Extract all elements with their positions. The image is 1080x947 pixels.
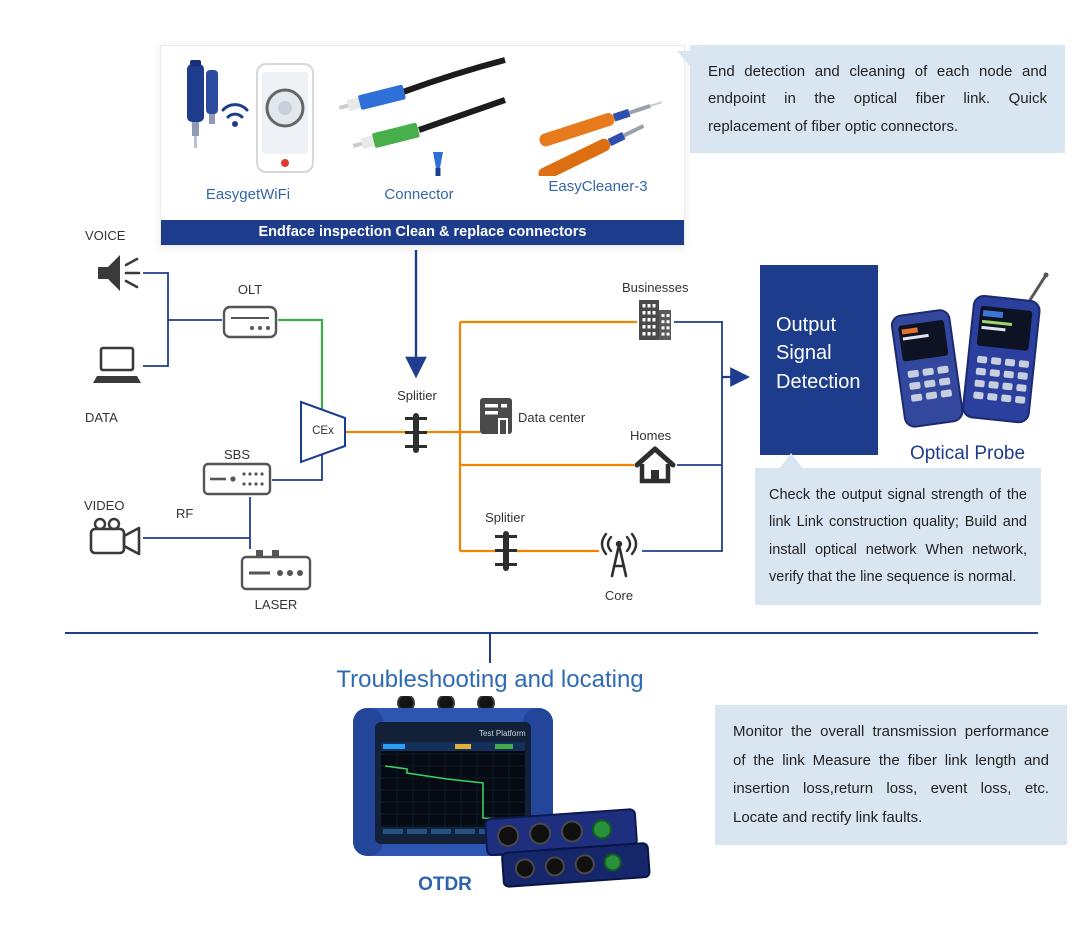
splitter-bottom-label: Splitier <box>485 510 525 525</box>
optical-probe-image <box>890 272 1049 428</box>
callout-output: Check the output signal strength of the … <box>755 453 1041 605</box>
easycleaner-image <box>538 101 662 176</box>
product-label-easygetwifi: EasygetWiFi <box>205 186 291 203</box>
output-signal-title: Output Signal Detection <box>776 314 861 393</box>
core-label: Core <box>604 588 634 603</box>
homes-label: Homes <box>630 428 672 443</box>
homes-icon <box>634 446 676 484</box>
data-center-label: Data center <box>518 410 586 425</box>
collector-lines <box>642 321 723 552</box>
laser-label: LASER <box>254 597 298 612</box>
cex-label: CEx <box>312 425 334 437</box>
rf-label: RF <box>176 506 194 521</box>
callout-otdr: Monitor the overall transmission perform… <box>715 705 1067 845</box>
voice-label: VOICE <box>85 228 126 243</box>
easygetwifi-image <box>187 60 314 173</box>
distribution-lines <box>346 320 637 553</box>
olt-icon <box>222 305 278 339</box>
otdr-label: OTDR <box>418 874 472 895</box>
product-label-easycleaner: EasyCleaner-3 <box>548 178 648 195</box>
connector-image <box>338 57 506 176</box>
laser-icon <box>240 550 312 591</box>
product-label-connector: Connector <box>384 186 454 203</box>
data-center-icon <box>480 398 512 434</box>
otdr-screen-brand: Test Platform <box>479 729 526 738</box>
core-antenna-icon <box>600 532 638 578</box>
callout-endface: End detection and cleaning of each node … <box>677 45 1065 153</box>
olt-label: OLT <box>237 282 263 297</box>
sbs-label: SBS <box>223 447 250 462</box>
video-label: VIDEO <box>84 498 125 513</box>
businesses-label: Businesses <box>622 280 689 295</box>
cex-multiplexer-shape <box>300 400 346 464</box>
troubleshooting-title: Troubleshooting and locating <box>336 666 644 693</box>
speaker-icon <box>98 255 141 291</box>
splitter-top-label: Splitier <box>397 388 437 403</box>
video-camera-icon <box>89 517 141 556</box>
data-label: DATA <box>85 410 118 425</box>
businesses-icon <box>639 300 671 340</box>
product-panel: EasygetWiFi Connector EasyCleaner-3 Endf… <box>160 45 685 246</box>
inspection-banner: Endface inspection Clean & replace conne… <box>161 220 684 245</box>
sbs-icon <box>202 462 272 496</box>
left-cluster-lines <box>143 272 323 549</box>
otdr-image: Test Platform <box>353 696 651 888</box>
olt-to-cex-line <box>278 318 324 409</box>
optical-probe-label: Optical Probe <box>909 443 1026 464</box>
splitter-top-icon <box>405 413 427 453</box>
splitter-bottom-icon <box>495 531 517 571</box>
laptop-icon <box>93 346 141 383</box>
output-signal-box: Output Signal Detection <box>760 265 878 455</box>
